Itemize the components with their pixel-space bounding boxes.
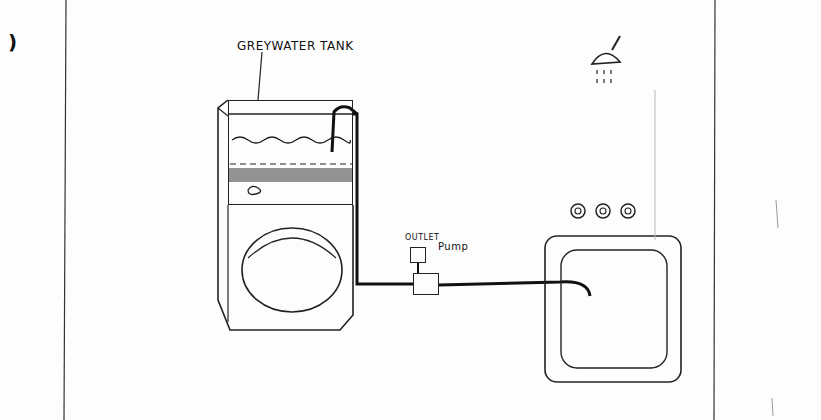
page-margin-line (714, 0, 715, 420)
bathtub-basin (561, 250, 667, 368)
tub-hose (439, 282, 590, 296)
pump-box: Pump (413, 273, 439, 295)
greywater-tank: GREYWATER TANK (228, 100, 353, 205)
leader-line (258, 52, 262, 100)
bathtub-rim (545, 236, 681, 382)
tap-knob (621, 204, 635, 218)
power-cord (417, 263, 419, 273)
toilet-edge (218, 108, 228, 116)
tap-knob-centre (600, 208, 606, 214)
stray-mark (776, 200, 778, 228)
water-drop (603, 79, 604, 83)
tank-shading (229, 168, 352, 182)
water-drop (603, 70, 604, 74)
water-drop (610, 79, 611, 83)
shower-arm (612, 36, 620, 50)
tap-knob-centre (625, 208, 631, 214)
tank-heading: GREYWATER TANK (237, 39, 354, 53)
toilet-edge (227, 205, 228, 322)
water-drop (596, 70, 597, 74)
tap-knob (596, 204, 610, 218)
stray-parenthesis: ) (8, 30, 17, 54)
water-drop (610, 70, 611, 74)
shower-spray (597, 70, 611, 83)
tap-knob-centre (575, 208, 581, 214)
shower-head (592, 53, 620, 64)
grey-water-pipe (353, 114, 413, 284)
toilet-lid-line (248, 238, 336, 258)
stray-mark (772, 398, 773, 416)
water-level-line (230, 163, 352, 164)
toilet-seat (242, 228, 342, 312)
power-outlet: OUTLET (410, 247, 426, 263)
water-drop (596, 79, 597, 83)
outlet-label: OUTLET (405, 233, 439, 242)
page-margin-line (64, 0, 66, 420)
wall-line (655, 90, 656, 240)
pump-label: Pump (438, 241, 468, 252)
connector-layer (353, 114, 418, 284)
tap-knob (571, 204, 585, 218)
flush-handle (248, 186, 261, 194)
